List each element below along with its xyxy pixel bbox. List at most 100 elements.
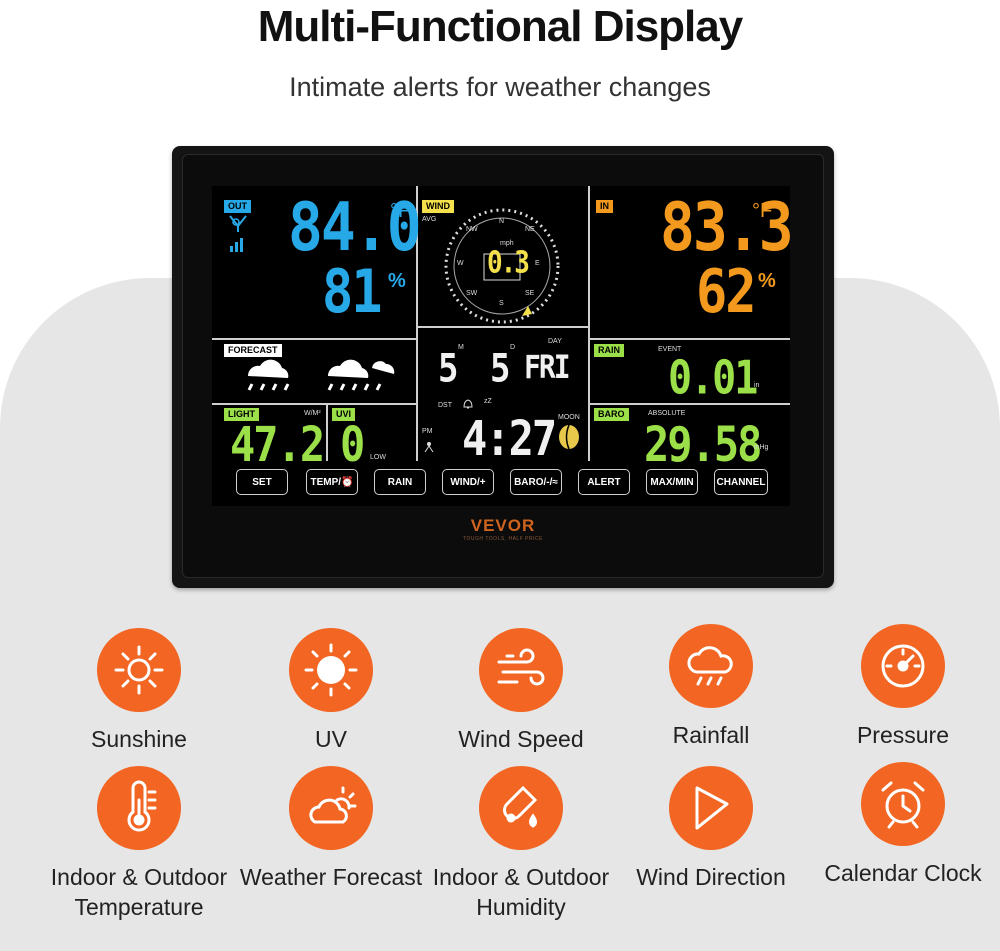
feature-label: Wind Speed [458, 726, 584, 752]
rain-unit: in [754, 382, 760, 389]
baro-unit: inHg [754, 444, 769, 451]
month-value: 5 [438, 346, 459, 392]
day-label: D [510, 344, 516, 351]
wind-mode: AVG [422, 216, 437, 223]
wind-tag: WIND [422, 200, 454, 213]
weekday-value: FRI [524, 348, 571, 386]
compass-nw: NW [466, 226, 478, 233]
light-tag: LIGHT [224, 408, 259, 421]
baro-mode: ABSOLUTE [648, 410, 686, 417]
moon-phase-icon [559, 424, 579, 450]
compass-w: W [457, 260, 464, 267]
alarm-bell-icon [463, 399, 473, 409]
feature-temperature: Indoor & Outdoor Temperature [44, 766, 234, 922]
compass-sw: SW [466, 290, 478, 297]
feature-humidity: Indoor & Outdoor Humidity [426, 766, 616, 922]
outdoor-humidity-unit: % [388, 270, 406, 292]
lcd-screen: OUT 84.0 °F 81 % WIND AVG N NE E SE S SW… [212, 186, 794, 506]
compass-n: N [499, 218, 505, 225]
feature-wind-direction: Wind Direction [616, 766, 806, 892]
max-min-button[interactable]: MAX/MIN [646, 469, 698, 495]
uvi-value: 0 [340, 416, 365, 473]
baro-value: 29.58 [644, 416, 762, 473]
brand-logo: VEVOR [470, 516, 536, 535]
divider [588, 338, 790, 340]
out-tag: OUT [224, 200, 251, 213]
feature-rainfall: Rainfall [616, 624, 806, 750]
divider [212, 338, 417, 340]
divider [326, 404, 328, 461]
sun-cloud-icon [289, 766, 373, 850]
compass-se: SE [525, 290, 535, 297]
channel-button[interactable]: CHANNEL [714, 469, 768, 495]
outdoor-humidity: 81 [322, 258, 383, 327]
feature-weather-forecast: Weather Forecast [236, 766, 426, 892]
rain-button[interactable]: RAIN [374, 469, 426, 495]
alert-button[interactable]: ALERT [578, 469, 630, 495]
sun-outline-icon [97, 628, 181, 712]
wind-direction-icon [669, 766, 753, 850]
month-label: M [458, 344, 464, 351]
page-subtitle: Intimate alerts for weather changes [289, 72, 711, 102]
compass-e: E [535, 260, 540, 267]
forecast-rain-icon [247, 359, 395, 391]
wind-speed: 0.3 [487, 246, 530, 281]
set-button[interactable]: SET [236, 469, 288, 495]
day-value: 5 [490, 346, 511, 392]
rain-value: 0.01 [668, 352, 758, 405]
wind-compass [444, 208, 560, 324]
clock-time: 4:27 [462, 410, 557, 467]
indoor-temperature: 83.3 [660, 188, 794, 267]
in-tag: IN [596, 200, 613, 213]
divider [212, 403, 417, 405]
outdoor-temperature: 84.0 [288, 188, 422, 267]
thermometer-drop-icon [479, 766, 563, 850]
indoor-humidity-unit: % [758, 270, 776, 292]
brand-tagline: TOUGH TOOLS, HALF PRICE [463, 536, 543, 542]
indoor-humidity: 62 [696, 258, 757, 327]
wind-icon [479, 628, 563, 712]
feature-label: Rainfall [672, 722, 750, 748]
indoor-temp-unit: °F [752, 200, 773, 222]
temp-alarm-button[interactable]: TEMP/⏰ [306, 469, 358, 495]
feature-label: Indoor & Outdoor Humidity [432, 864, 610, 920]
feature-label: UV [315, 726, 347, 752]
compass-ne: NE [525, 226, 535, 233]
sun-solid-icon [289, 628, 373, 712]
feature-calendar-clock: Calendar Clock [808, 762, 998, 888]
baro-tag: BARO [594, 408, 629, 421]
feature-label: Wind Direction [636, 864, 786, 890]
wind-plus-button[interactable]: WIND/+ [442, 469, 494, 495]
feature-label: Calendar Clock [824, 860, 982, 886]
divider [588, 403, 790, 405]
feature-label: Weather Forecast [239, 864, 423, 890]
dst-label: DST [438, 402, 452, 409]
thermometer-icon [97, 766, 181, 850]
rain-tag: RAIN [594, 344, 624, 357]
ampm-label: PM [422, 428, 433, 435]
baro-minus-button[interactable]: BARO/-/≈ [510, 469, 562, 495]
feature-pressure: Pressure [808, 624, 998, 750]
uvi-level: LOW [370, 454, 386, 461]
rain-mode: EVENT [658, 346, 682, 353]
moon-label: MOON [558, 414, 580, 421]
feature-label: Pressure [856, 722, 950, 748]
snooze-label: zZ [484, 398, 492, 405]
sync-signal-icon [424, 442, 434, 453]
light-unit: W/M² [304, 410, 321, 417]
divider [416, 186, 418, 461]
compass-s: S [499, 300, 504, 307]
divider [588, 186, 590, 461]
rain-cloud-icon [669, 624, 753, 708]
light-value: 47.2 [230, 416, 325, 473]
divider [416, 326, 590, 328]
uvi-tag: UVI [332, 408, 356, 421]
weekday-label: DAY [548, 338, 562, 345]
feature-uv: UV [236, 628, 426, 754]
gauge-icon [861, 624, 945, 708]
wind-unit: mph [500, 240, 514, 247]
weather-station-device: OUT 84.0 °F 81 % WIND AVG N NE E SE S SW… [172, 146, 834, 588]
feature-wind-speed: Wind Speed [426, 628, 616, 754]
feature-sunshine: Sunshine [44, 628, 234, 754]
alarm-clock-icon [861, 762, 945, 846]
